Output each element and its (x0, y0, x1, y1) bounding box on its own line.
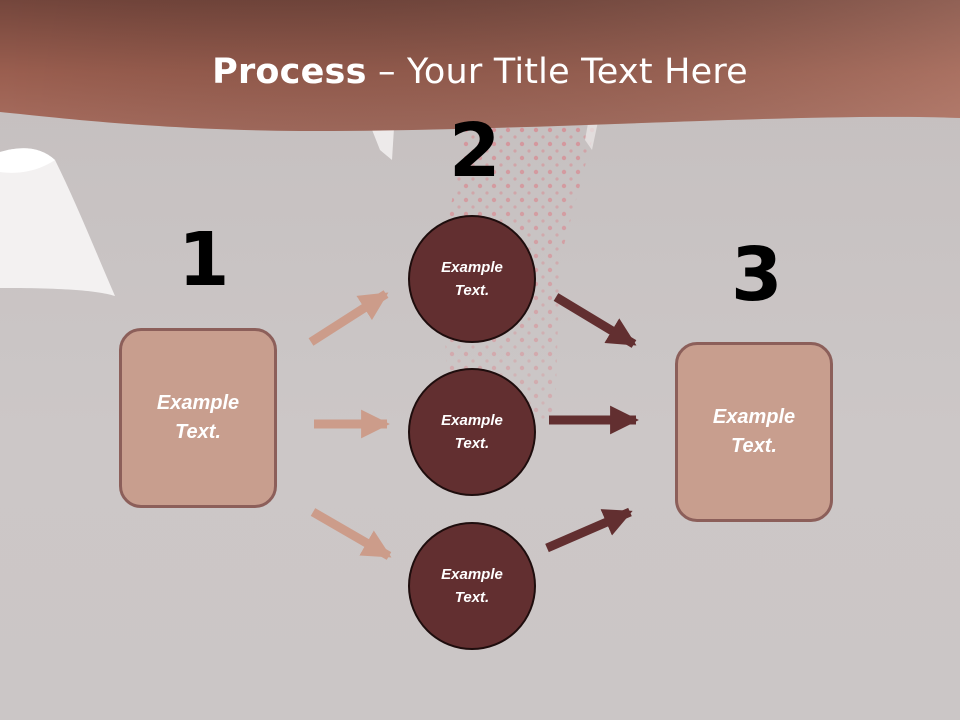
arrow-to-circle-bottom (310, 508, 392, 560)
step-2-circle-bottom: Example Text. (408, 522, 536, 650)
slide-title: Process – Your Title Text Here (0, 52, 960, 92)
step-2-circle-top: Example Text. (408, 215, 536, 343)
step-1-text: Example Text. (156, 392, 240, 443)
arrow-to-circle-top (308, 290, 389, 346)
title-rest: Your Title Text Here (406, 52, 748, 92)
step-number-2: 2 (449, 108, 501, 194)
step-3-box: Example Text. (675, 342, 833, 522)
arrow-from-circle-top (553, 293, 637, 348)
title-bold: Process (212, 52, 367, 92)
step-number-3: 3 (731, 232, 783, 318)
step-2-circle-middle: Example Text. (408, 368, 536, 496)
step-3-text: Example Text. (712, 406, 796, 457)
step-number-1: 1 (178, 217, 230, 303)
step-1-box: Example Text. (119, 328, 277, 508)
step-2-circle-top-text: Example Text. (441, 259, 503, 299)
step-2-circle-middle-text: Example Text. (441, 412, 503, 452)
title-separator: – (366, 52, 407, 92)
arrow-from-circle-bottom (545, 507, 633, 553)
step-2-circle-bottom-text: Example Text. (441, 566, 503, 606)
